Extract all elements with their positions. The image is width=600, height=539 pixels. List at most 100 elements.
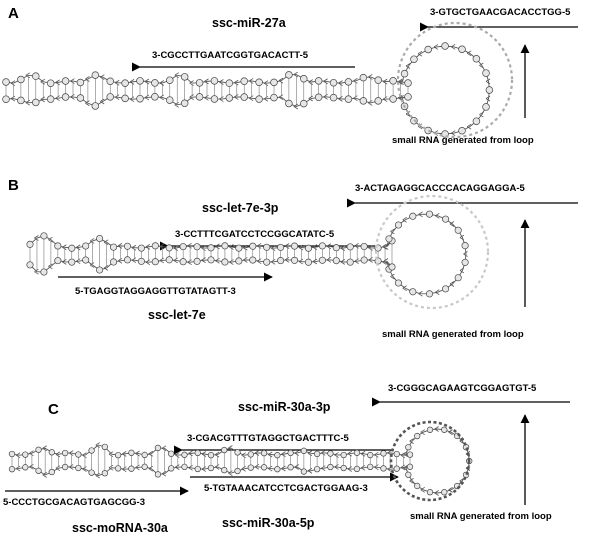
nucleotide-mark [448,429,453,435]
nucleotide [180,99,189,108]
nucleotide-mark [188,464,193,471]
nucleotide-mark [241,465,246,472]
nucleotide-mark [129,96,135,103]
panel-b-mirna-3p-name: ssc-let-7e-3p [202,201,279,215]
nucleotide [441,426,448,433]
nucleotide [441,42,449,50]
nucleotide [260,464,268,471]
panel-c: C ssc-miR-30a-3p 3-CGGGCAGAAGTCGGAGTGT-5… [3,383,570,535]
nucleotide-mark [117,243,123,249]
nucleotide [409,288,417,296]
nucleotide [388,263,396,271]
nucleotide [400,69,409,78]
nucleotide-mark [15,465,21,472]
nucleotide [106,77,114,86]
nucleotide-mark [70,78,75,84]
nucleotide-mark [338,96,343,102]
nucleotide-mark [263,80,269,87]
nucleotide [304,258,313,266]
nucleotide-mark [417,50,423,57]
nucleotide [300,99,308,108]
nucleotide [17,75,25,84]
nucleotide-mark [85,76,90,82]
nucleotide [424,45,432,54]
nucleotide [141,451,148,459]
nucleotide-mark [308,79,313,85]
nucleotide-mark [284,256,290,263]
nucleotide-mark [418,290,423,297]
nucleotide [210,77,219,85]
panel-c-loop-circle [389,420,471,502]
nucleotide [221,446,228,454]
nucleotide-mark [114,94,120,100]
nucleotide-mark [326,256,332,263]
nucleotide [136,77,144,85]
nucleotide [61,449,69,457]
panel-a-letter: A [8,5,19,22]
nucleotide [442,215,450,223]
nucleotide [235,244,243,252]
panel-a-hairpin-structure [2,42,494,138]
nucleotide [304,244,313,252]
nucleotide-mark [62,244,67,251]
nucleotide [61,463,69,471]
nucleotide-mark [323,78,328,85]
nucleotide [82,256,90,264]
nucleotide-mark [390,273,395,280]
nucleotide-mark [114,79,120,86]
nucleotide [385,235,393,243]
nucleotide-mark [108,451,114,458]
nucleotide-mark [42,445,47,452]
nucleotide [121,94,129,103]
nucleotide-mark [189,80,194,86]
nucleotide [8,450,16,458]
nucleotide-mark [479,111,484,118]
nucleotide [327,463,334,471]
nucleotide-mark [354,258,359,265]
nucleotide-mark [294,464,299,470]
nucleotide-mark [323,93,328,100]
nucleotide [46,79,55,87]
nucleotide-mark [82,466,87,472]
nucleotide [409,212,417,220]
nucleotide-mark [434,490,439,496]
nucleotide [207,464,215,472]
nucleotide [26,240,34,248]
nucleotide-mark [55,465,61,472]
panel-a: A ssc-miR-27a 3-GTGCTGAACGACACCTGG-5 3-C… [2,5,578,146]
nucleotide [389,77,397,85]
nucleotide [75,464,82,472]
nucleotide-mark [214,451,220,458]
nucleotide [454,226,462,234]
nucleotide-mark [368,245,373,251]
nucleotide [180,73,189,81]
nucleotide [165,244,173,252]
nucleotide-mark [55,95,60,102]
nucleotide-mark [159,80,165,86]
nucleotide [54,242,62,250]
panel-c-loop-note: small RNA generated from loop [410,511,552,522]
nucleotide-mark [161,445,167,452]
nucleotide-mark [485,95,491,102]
nucleotide [318,256,326,264]
nucleotide [353,465,361,473]
nucleotide-mark [234,79,239,86]
nucleotide-mark [122,451,127,457]
nucleotide [313,450,321,458]
nucleotide [240,77,248,85]
nucleotide [101,470,109,477]
nucleotide [106,93,114,101]
nucleotide [359,97,368,105]
nucleotide [393,465,400,472]
nucleotide-mark [131,257,137,263]
nucleotide [340,451,347,459]
nucleotide [367,463,374,471]
nucleotide-mark [347,450,353,457]
nucleotide-mark [334,464,339,470]
nucleotide [82,242,90,250]
nucleotide-mark [173,257,178,264]
nucleotide [404,93,412,101]
nucleotide [346,243,354,251]
panel-b-loop-circle [374,194,490,310]
nucleotide-mark [435,289,440,296]
